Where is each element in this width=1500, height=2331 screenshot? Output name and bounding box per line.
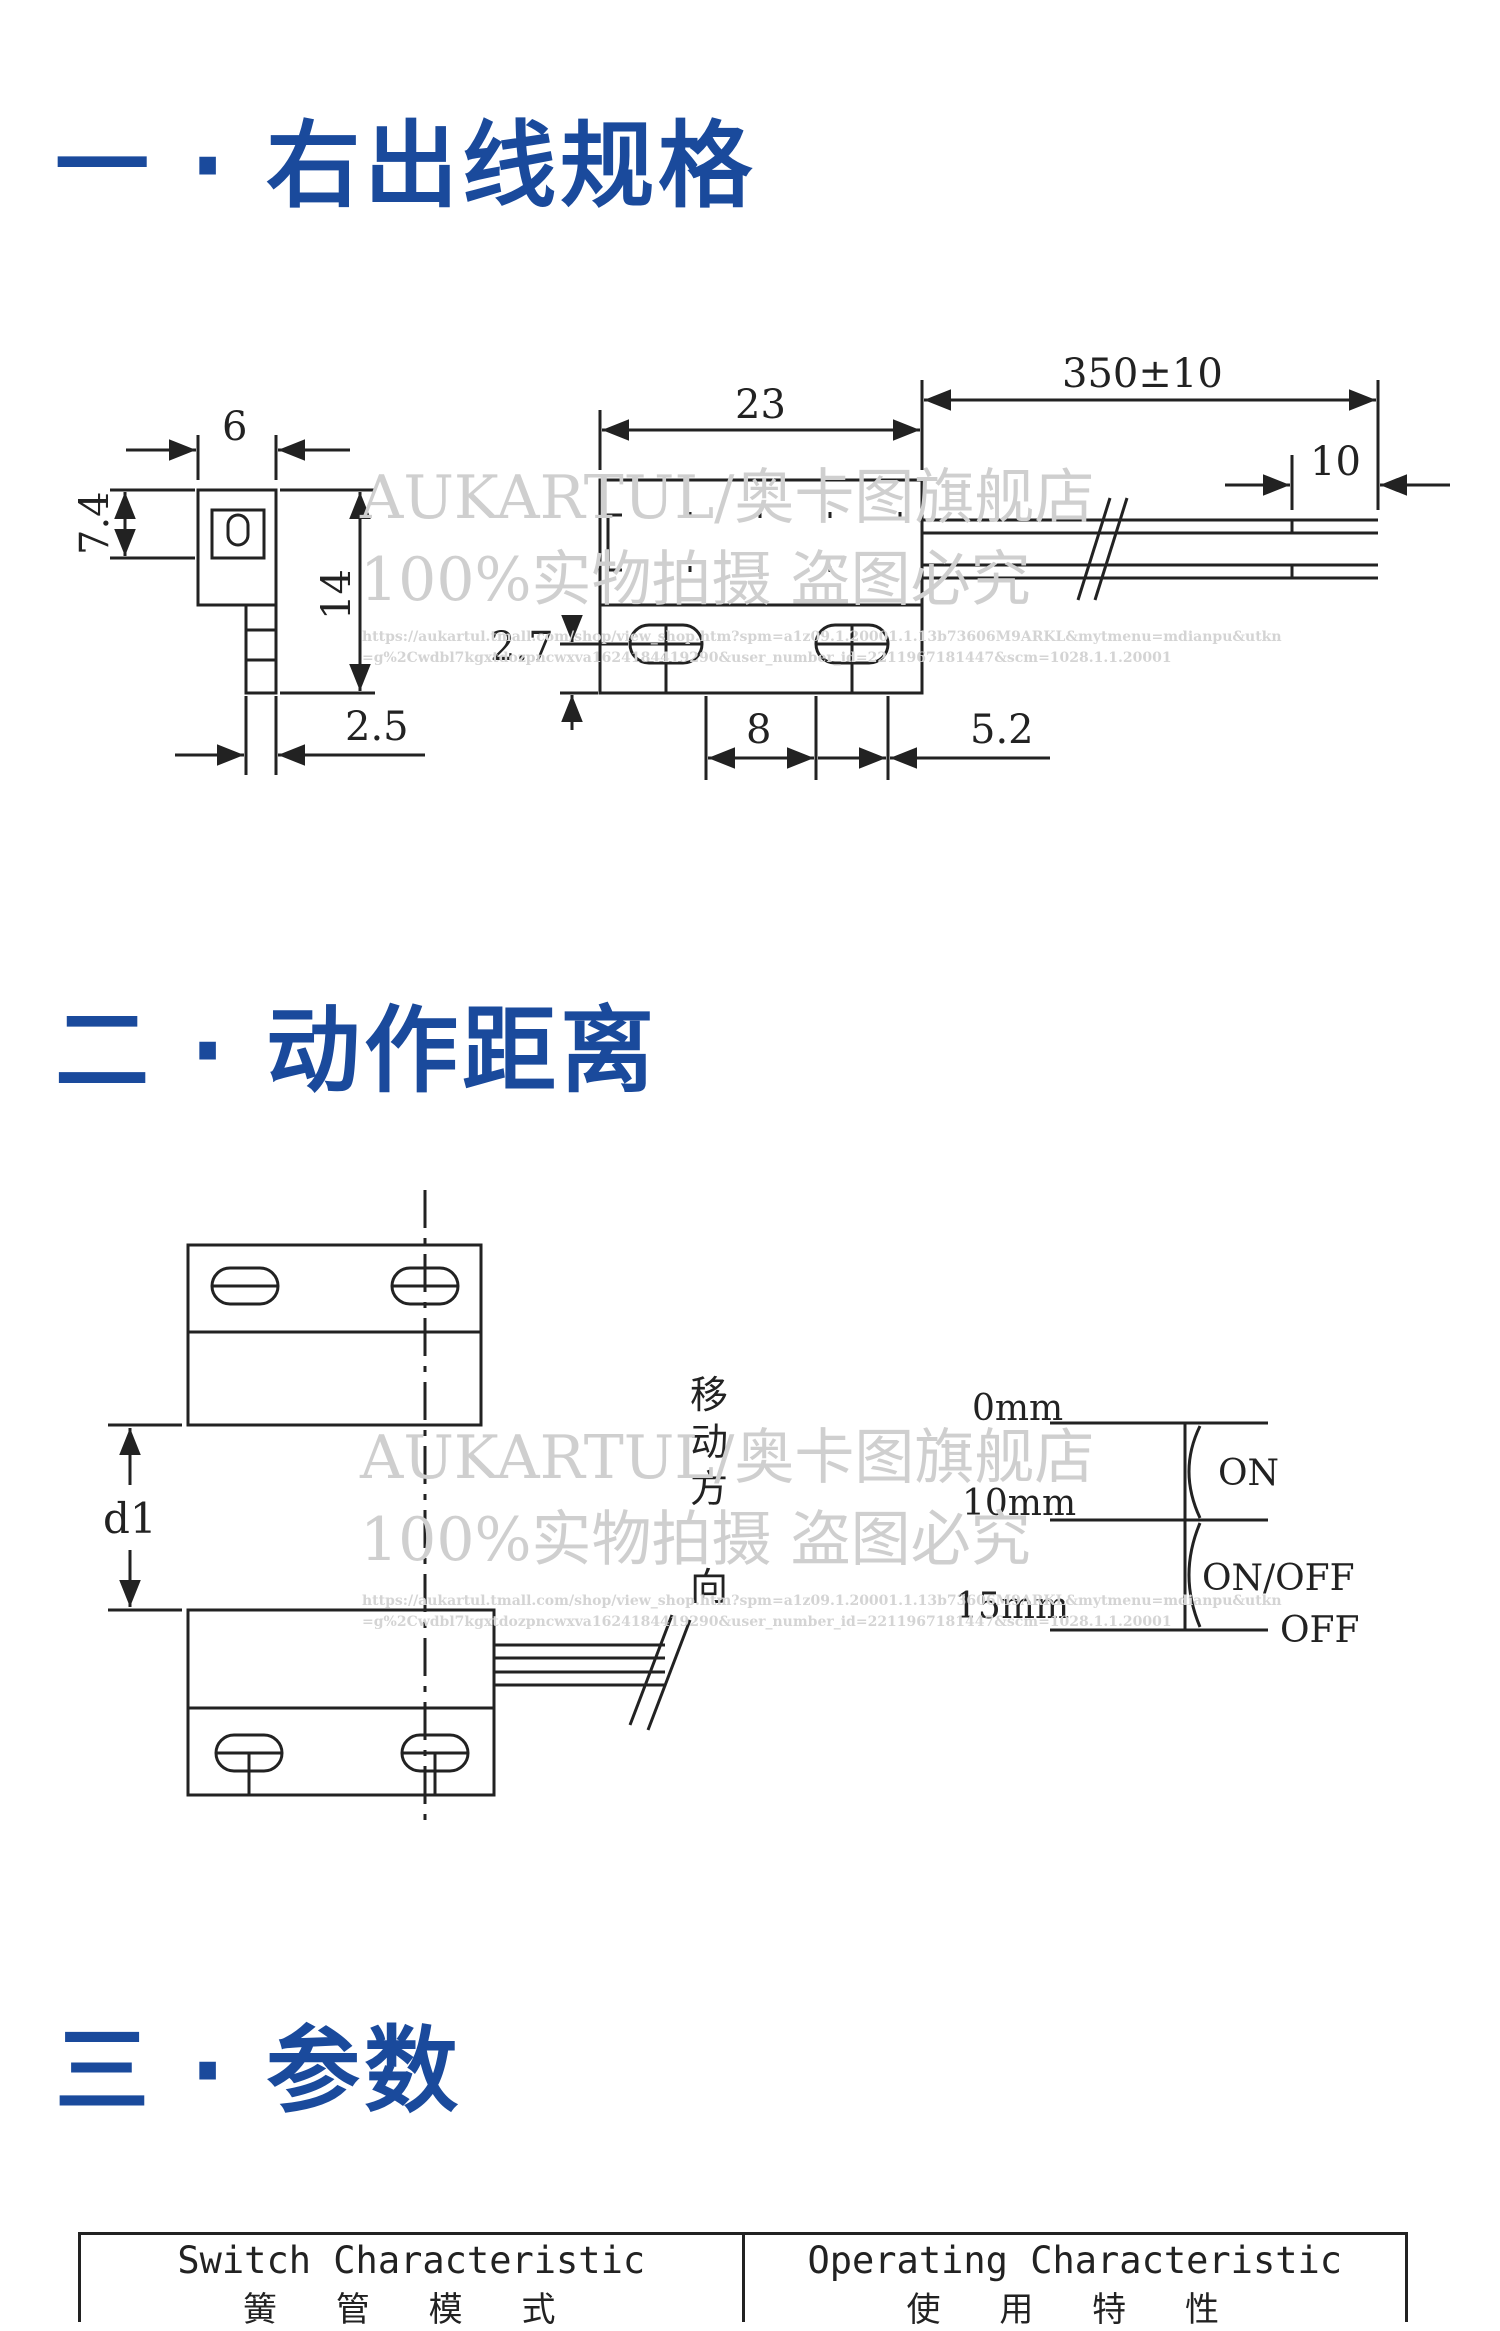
dim-label-8: 8 — [746, 707, 771, 753]
watermark-url2: =g%2Cwdbl7kgxtdozpncwxva1624184419290&us… — [362, 1614, 1172, 1630]
watermark-line1: AUKARTUL/奥卡图旗舰店 — [359, 1423, 1094, 1493]
dim-label-23: 23 — [735, 382, 786, 428]
table-header-switch-characteristic: Switch Characteristic 簧 管 模 式 — [81, 2235, 742, 2330]
dim-label-7-4: 7.4 — [72, 491, 118, 555]
table-header-subtitle: 簧 管 模 式 — [243, 2290, 580, 2330]
state-label-off: OFF — [1280, 1610, 1359, 1651]
state-label-on-off: ON/OFF — [1202, 1558, 1355, 1599]
watermark-url1: https://aukartul.tmall.com/shop/view_sho… — [362, 629, 1282, 645]
watermark-url1: https://aukartul.tmall.com/shop/view_sho… — [362, 1593, 1282, 1609]
section-title-right-wire-spec: 一 · 右出线规格 — [55, 112, 757, 221]
distance-label-15mm: 15mm — [955, 1586, 1069, 1627]
watermark-url2: =g%2Cwdbl7kgxtdozpncwxva1624184419290&us… — [362, 650, 1172, 666]
dim-label-14: 14 — [314, 569, 360, 620]
table-header-title: Switch Characteristic — [177, 2239, 646, 2282]
watermark-line2: 100%实物拍摄 盗图必究 — [360, 1505, 1031, 1575]
move-direction-char-2: 动 — [690, 1420, 728, 1464]
table-header-operating-characteristic: Operating Characteristic 使 用 特 性 — [741, 2235, 1406, 2330]
watermark-line1: AUKARTUL/奥卡图旗舰店 — [359, 463, 1094, 533]
table-header-title: Operating Characteristic — [807, 2239, 1343, 2282]
watermark-line2: 100%实物拍摄 盗图必究 — [360, 545, 1031, 615]
section-title-action-distance: 二 · 动作距离 — [55, 997, 659, 1106]
dim-label-350: 350±10 — [1062, 351, 1223, 397]
state-label-on: ON — [1218, 1453, 1279, 1494]
dim-label-2-5: 2.5 — [345, 704, 409, 750]
distance-label-10mm: 10mm — [962, 1483, 1076, 1524]
dim-label-6: 6 — [222, 404, 247, 450]
action-distance-drawing: d1 移 动 方 向 0mm 10mm 15mm ON ON/OFF OFF A… — [103, 1190, 1359, 1830]
move-direction-char-3: 方 — [690, 1467, 728, 1511]
table-header-subtitle: 使 用 特 性 — [906, 2290, 1243, 2330]
dim-label-5-2: 5.2 — [970, 707, 1034, 753]
watermark-2: AUKARTUL/奥卡图旗舰店 100%实物拍摄 盗图必究 https://au… — [359, 1423, 1282, 1630]
move-direction-char-1: 移 — [690, 1373, 728, 1417]
move-direction-char-4: 向 — [690, 1565, 728, 1609]
dim-label-2-7: 2.7 — [490, 624, 554, 670]
distance-label-0mm: 0mm — [972, 1388, 1063, 1429]
watermark-1: AUKARTUL/奥卡图旗舰店 100%实物拍摄 盗图必究 https://au… — [359, 463, 1282, 666]
gap-label-d1: d1 — [103, 1494, 157, 1543]
section-title-parameters: 三 · 参数 — [55, 2017, 463, 2126]
dim-label-10: 10 — [1310, 439, 1361, 485]
dimension-drawing: 6 7.4 14 2.5 23 350±10 10 2.7 8 5.2 AUKA… — [72, 351, 1450, 780]
parameter-table: Switch Characteristic 簧 管 模 式 Operating … — [78, 2232, 1408, 2330]
